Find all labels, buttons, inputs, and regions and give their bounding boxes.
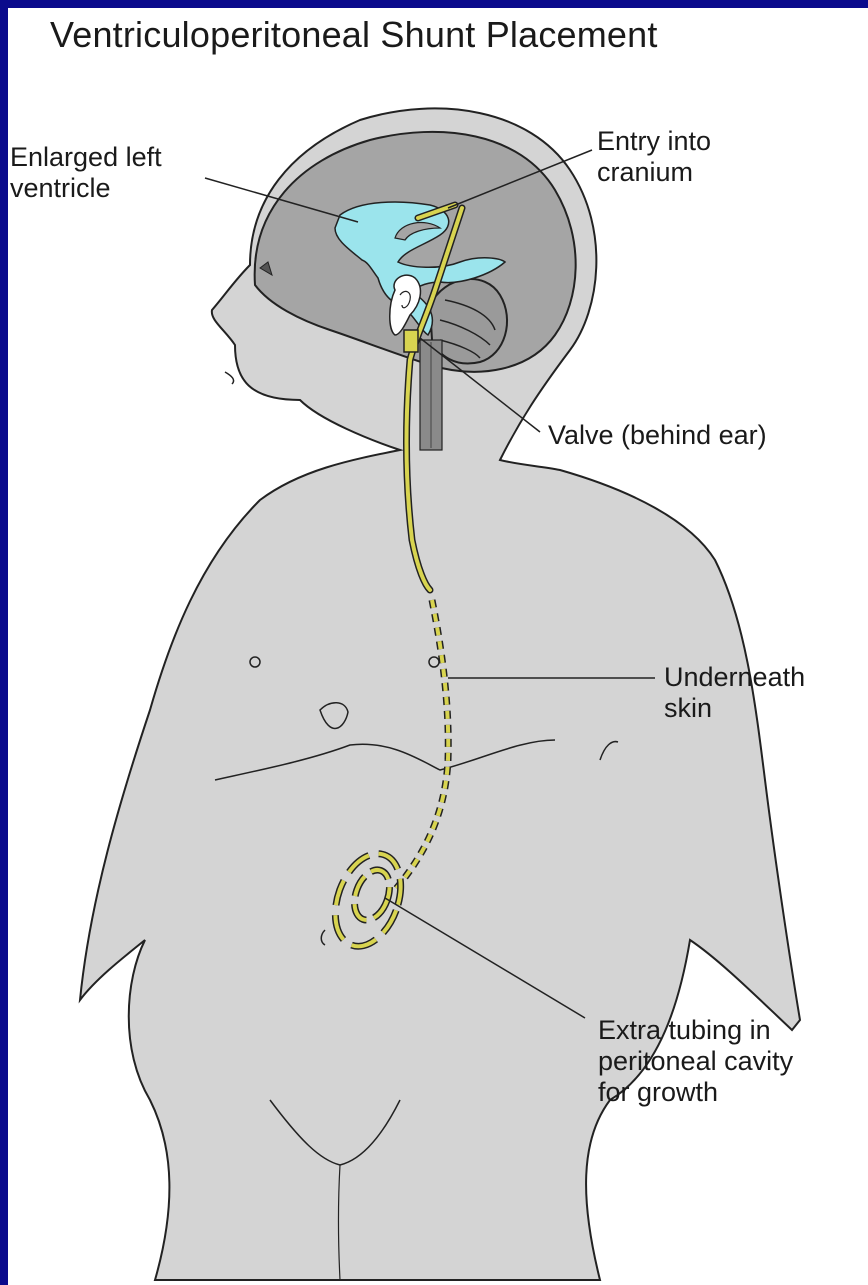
label-valve: Valve (behind ear) xyxy=(548,420,767,451)
label-entry-cranium: Entry into cranium xyxy=(597,126,711,188)
page-title: Ventriculoperitoneal Shunt Placement xyxy=(50,14,658,56)
label-extra-tubing: Extra tubing in peritoneal cavity for gr… xyxy=(598,1015,793,1108)
label-enlarged-ventricle: Enlarged left ventricle xyxy=(10,142,162,204)
label-underneath-skin: Underneath skin xyxy=(664,662,805,724)
valve xyxy=(404,330,418,352)
